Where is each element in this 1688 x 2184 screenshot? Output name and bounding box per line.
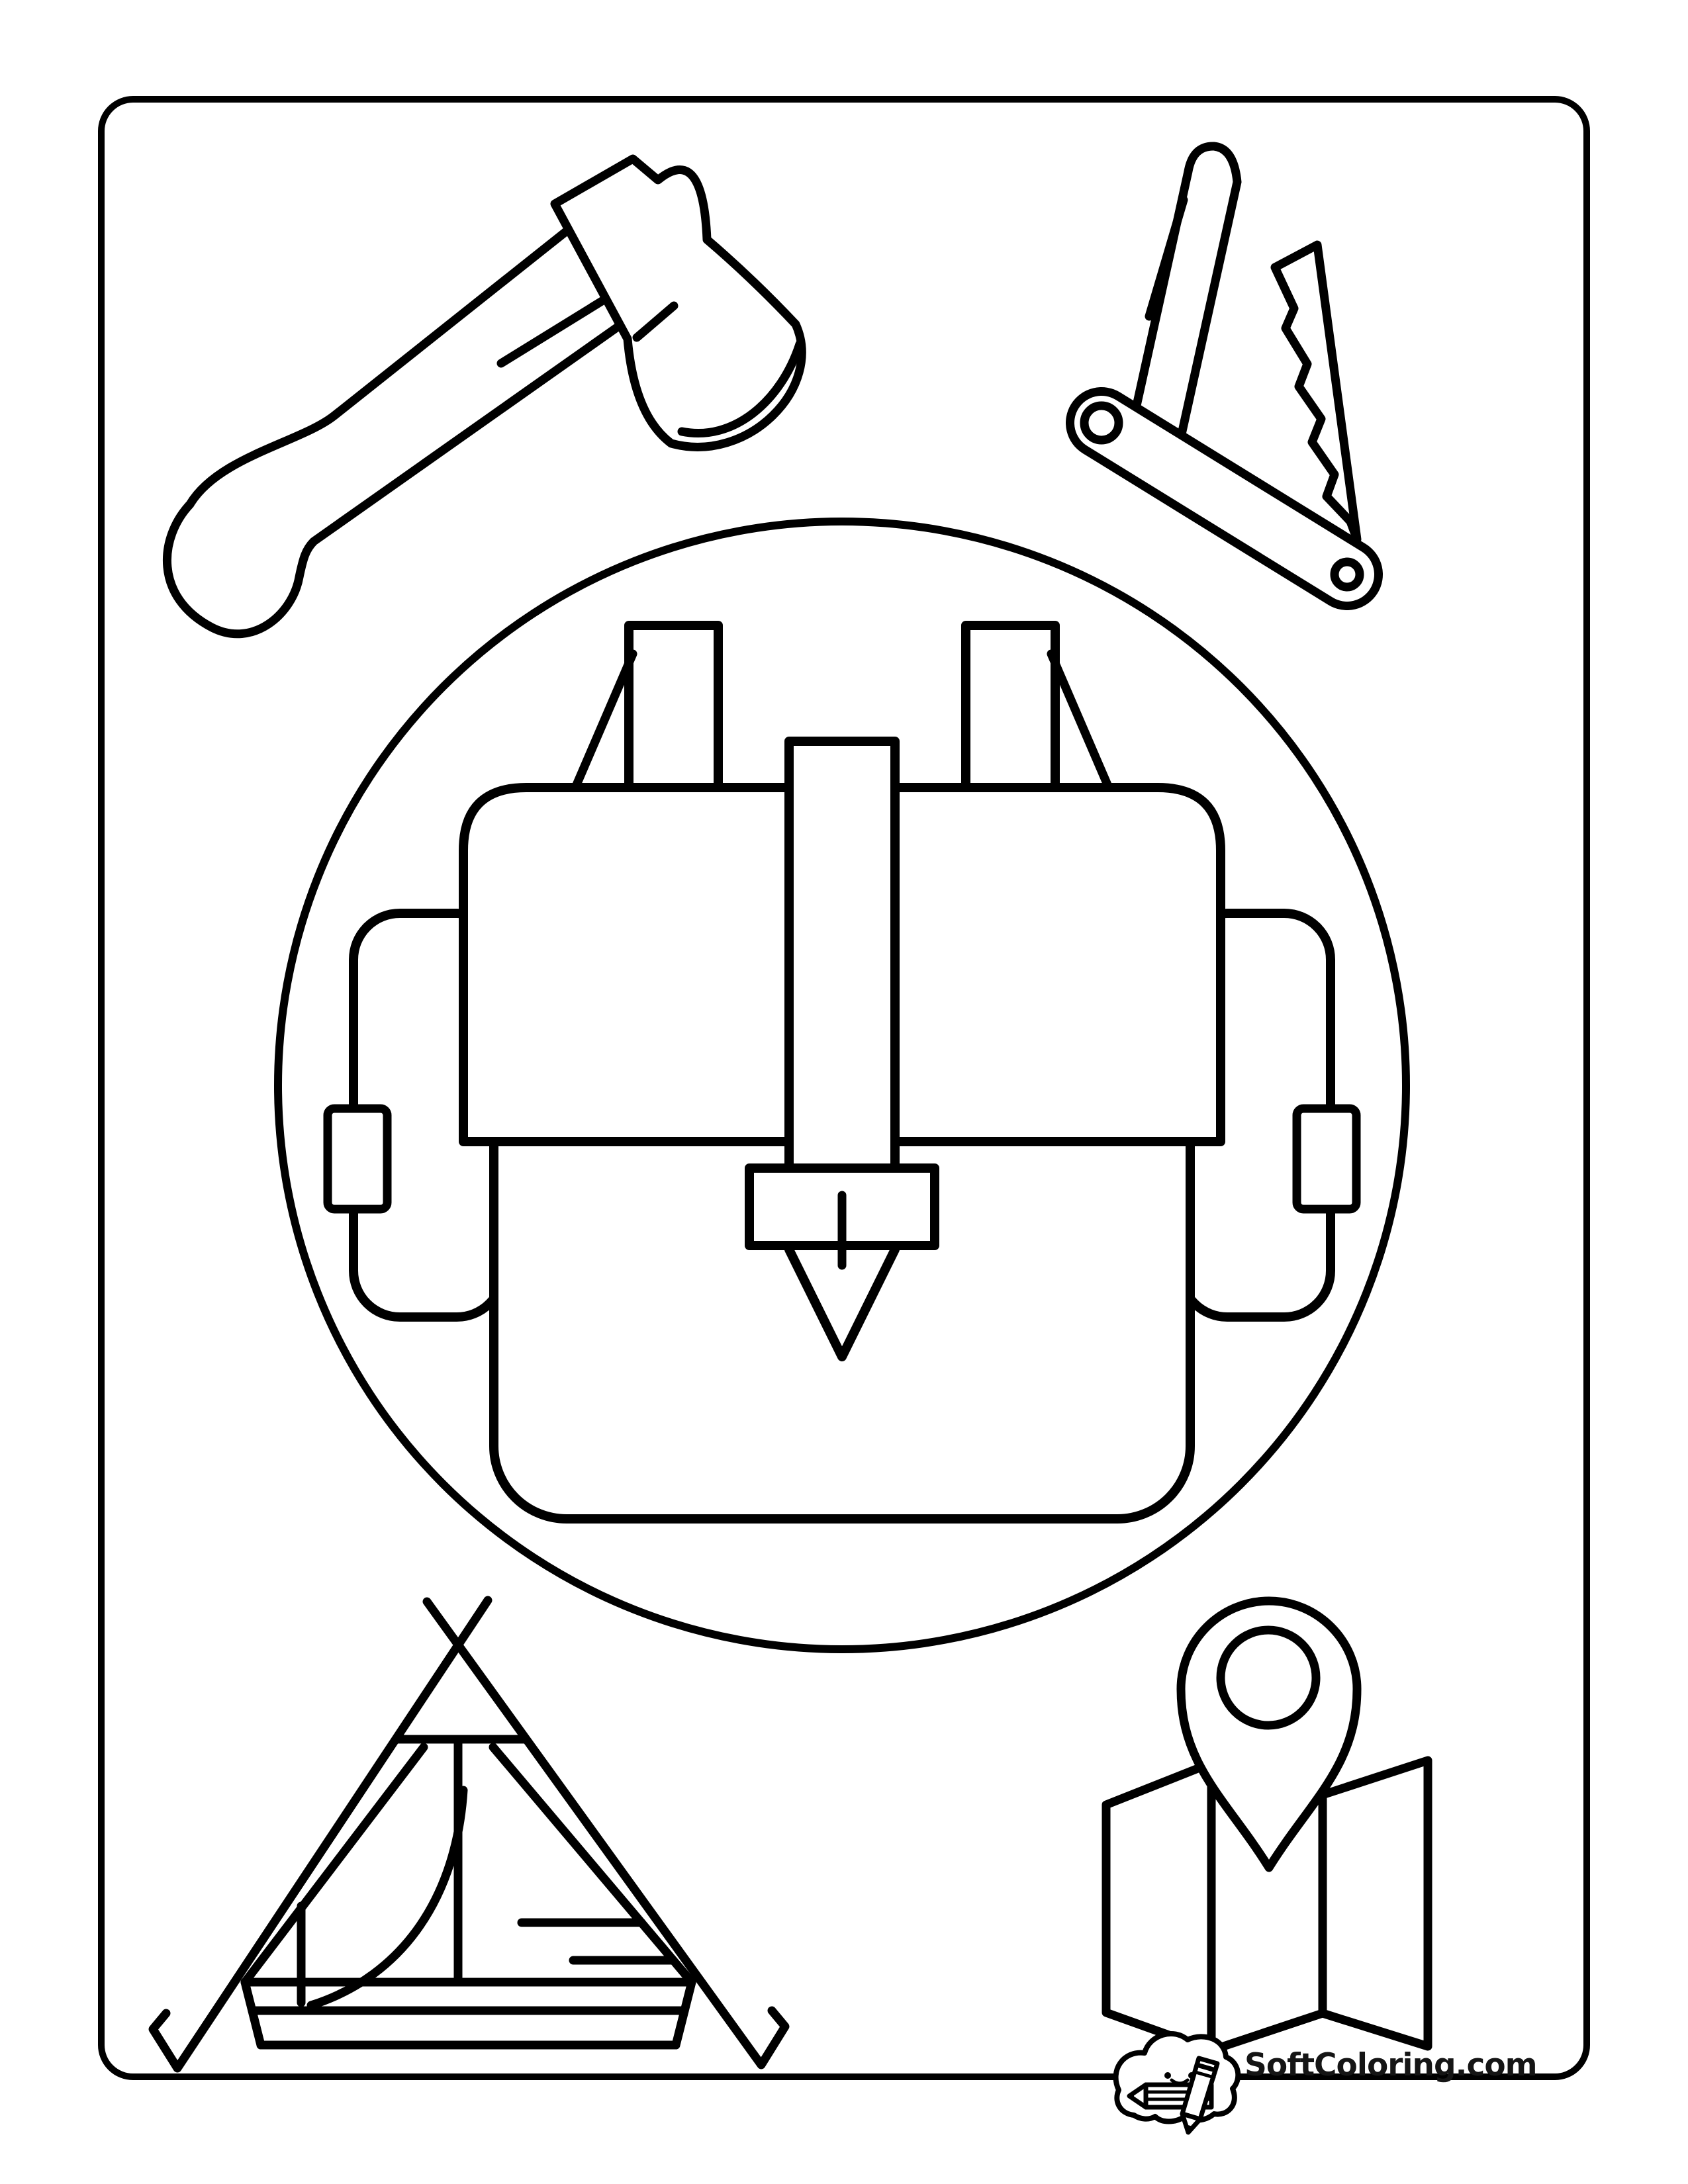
axe-head [550,154,806,451]
axe-head-detail-line [632,301,679,342]
backpack-strap-left [624,621,723,796]
knife-blade-detail-line [1145,195,1188,321]
cloud-eye-left [1164,2072,1171,2079]
map-panel-right [1318,1756,1432,2051]
pin-inner-circle [1216,1625,1321,1730]
axe-blade-bevel-line [677,340,804,437]
cloud-eye-right [1188,2072,1195,2079]
brand-text: SoftColoring.com [1244,2047,1538,2083]
knife-rivet-left [1080,401,1123,445]
backpack-strap-right [961,621,1060,796]
backpack-right-buckle [1292,1104,1361,1214]
tent-fabric-right [489,1743,696,2050]
tent-pole-left [148,1596,492,2073]
emblem-circle [274,518,1410,1653]
knife-rivet-right [1330,557,1364,592]
axe-icon [162,154,806,639]
knife-blade [1128,142,1242,435]
cloud-smile [1170,2078,1190,2085]
page-frame-border [98,96,1590,2080]
tent-pole-right [422,1597,790,2070]
location-pin-icon [1176,1596,1362,1872]
backpack-strap-left-diagonal [571,649,637,791]
held-pencil-lead [1129,2092,1134,2100]
axe-handle-detail-line [496,295,610,368]
pocket-knife-icon [1066,142,1383,610]
held-pencil-tip [1127,2082,1149,2110]
knife-saw [1270,240,1362,544]
backpack-emblem [274,518,1410,1653]
pencil-tip [1180,2111,1203,2135]
map-panel-left [1102,1758,1216,2055]
backpack-strap-right-diagonal [1047,649,1113,791]
cloud-pencil-logo [1113,2031,1241,2135]
pencil-band [1194,2070,1216,2079]
tent-door-curtain-curve [306,1786,468,2010]
axe-handle [162,214,640,639]
tent-icon [148,1596,790,2073]
backpack-left-buckle [323,1104,392,1214]
pencil-lead [1186,2124,1193,2132]
knife-body-fill [1074,396,1374,602]
